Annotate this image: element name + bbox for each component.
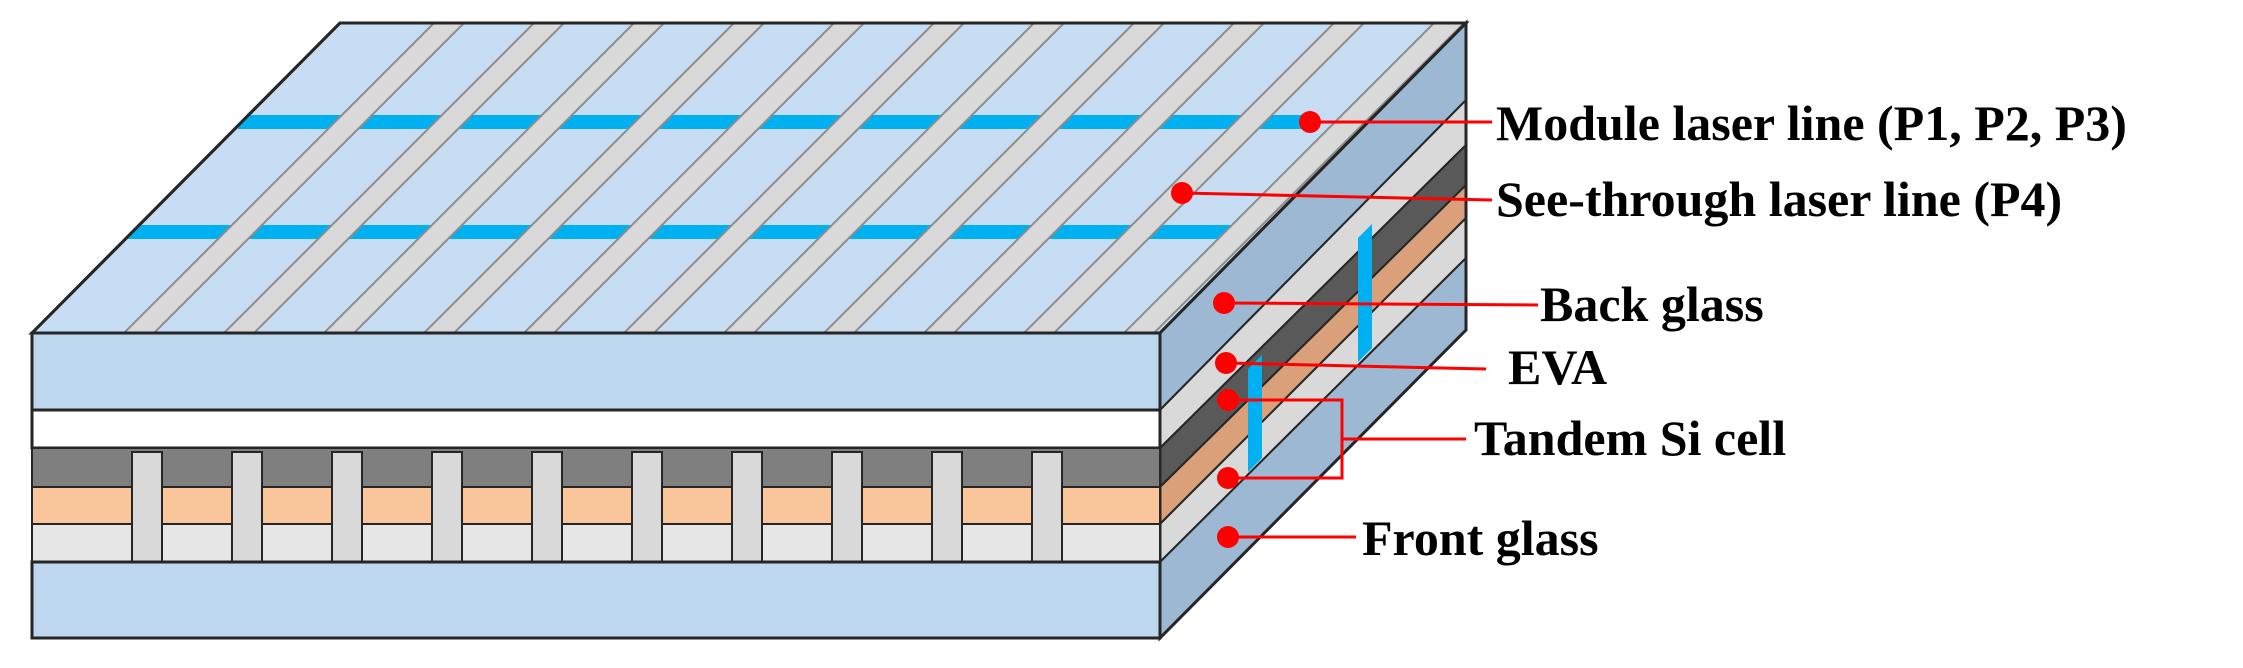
see-through-stripe bbox=[621, 23, 967, 333]
callout-labels: Module laser line (P1, P2, P3) See-throu… bbox=[1362, 95, 2127, 566]
see-through-stripe bbox=[121, 23, 467, 333]
side-laser-cut-front bbox=[1248, 355, 1262, 472]
dot-eva bbox=[1215, 352, 1237, 374]
dot-module-laser bbox=[1299, 111, 1321, 133]
cell-pillar bbox=[731, 451, 763, 563]
module-front-face bbox=[30, 331, 1162, 640]
label-tandem-si-cell: Tandem Si cell bbox=[1474, 410, 1786, 466]
front-eva bbox=[30, 408, 1162, 450]
label-module-laser-line: Module laser line (P1, P2, P3) bbox=[1496, 95, 2127, 151]
dot-see-through bbox=[1171, 182, 1193, 204]
cell-pillar bbox=[231, 451, 263, 563]
see-through-stripe bbox=[721, 23, 1067, 333]
see-through-stripes bbox=[121, 23, 1466, 333]
see-through-stripe bbox=[321, 23, 667, 333]
see-through-stripe bbox=[1121, 23, 1466, 333]
dot-front-glass bbox=[1217, 526, 1239, 548]
cell-scribe-pillars bbox=[131, 451, 1063, 563]
pointer-eva bbox=[1225, 361, 1487, 371]
cell-pillar bbox=[1031, 451, 1063, 563]
pointer-see-through bbox=[1181, 191, 1493, 202]
cell-pillar bbox=[831, 451, 863, 563]
cell-pillar bbox=[631, 451, 663, 563]
see-through-stripe bbox=[1021, 23, 1367, 333]
label-front-glass: Front glass bbox=[1362, 510, 1599, 566]
front-cell-orange bbox=[31, 486, 1161, 525]
label-back-glass: Back glass bbox=[1540, 276, 1764, 332]
dot-tandem-lower bbox=[1217, 467, 1239, 489]
cell-pillar bbox=[431, 451, 463, 563]
see-through-stripe bbox=[521, 23, 867, 333]
front-cell-dark bbox=[31, 447, 1161, 488]
side-laser-cut-back bbox=[1358, 224, 1372, 362]
cell-pillar bbox=[931, 451, 963, 563]
label-eva: EVA bbox=[1508, 339, 1607, 395]
front-front-glass bbox=[30, 560, 1162, 640]
front-back-glass bbox=[30, 331, 1162, 412]
dot-tandem-upper bbox=[1217, 389, 1239, 411]
cell-pillar bbox=[331, 451, 363, 563]
front-cell-light bbox=[31, 523, 1161, 563]
see-through-stripe bbox=[921, 23, 1267, 333]
pointer-back-glass bbox=[1223, 301, 1539, 307]
cell-pillar bbox=[531, 451, 563, 563]
callout-pointers bbox=[1171, 111, 1539, 548]
module-top-face bbox=[28, 21, 1470, 335]
label-see-through-laser-line: See-through laser line (P4) bbox=[1496, 171, 2062, 227]
cell-pillar bbox=[131, 451, 163, 563]
see-through-stripe bbox=[421, 23, 767, 333]
dot-back-glass bbox=[1213, 292, 1235, 314]
see-through-stripe bbox=[821, 23, 1167, 333]
see-through-stripe bbox=[221, 23, 567, 333]
